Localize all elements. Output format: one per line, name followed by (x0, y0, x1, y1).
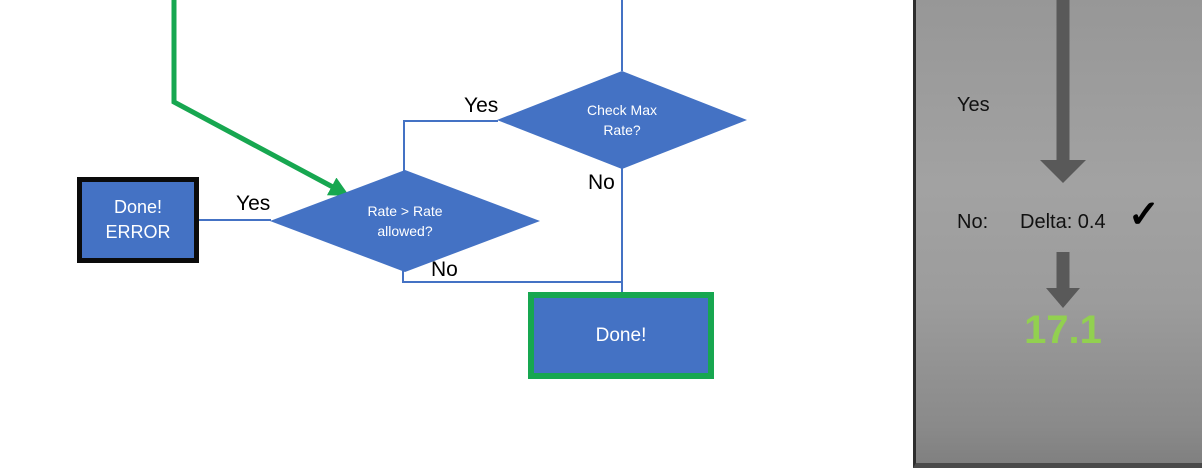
panel-no-label: No: (957, 211, 989, 233)
checkmark-icon: ✓ (1128, 194, 1160, 236)
panel-result-value: 17.1 (1024, 308, 1102, 352)
panel-yes-label: Yes (957, 94, 990, 116)
checkmax-no-label: No (588, 171, 615, 194)
done-error-line1: Done! (113, 196, 163, 217)
connector-checkmax-yes-horizontal (403, 120, 498, 122)
done-box-label: Done! (595, 324, 647, 346)
connector-checkmax-yes-vertical (403, 120, 405, 171)
connector-checkmax-no-vertical (621, 167, 623, 293)
panel-delta-value: Delta: 0.4 (1020, 211, 1106, 233)
connector-rate-no-vertical (402, 271, 404, 283)
done-error-box: Done! ERROR (77, 177, 199, 263)
decision-rate-allowed-label: Rate > Rate allowed? (367, 202, 443, 239)
side-panel: Yes No: Delta: 0.4 ✓ 17.1 (913, 0, 1202, 468)
connector-rate-no-horizontal (402, 281, 623, 283)
connector-top-vertical (621, 0, 623, 71)
rate-yes-label: Yes (236, 192, 271, 215)
decision-check-max-rate-label: Check Max Rate? (586, 101, 658, 138)
panel-long-down-arrow-icon (1040, 0, 1086, 183)
done-box: Done! (528, 292, 714, 379)
decision-check-max-rate: Check Max Rate? (497, 71, 747, 169)
connector-rate-yes-horizontal (199, 219, 271, 221)
rate-no-label: No (431, 258, 458, 281)
panel-short-down-arrow-icon (1046, 252, 1080, 308)
checkmax-yes-label: Yes (464, 94, 499, 117)
done-error-line2: ERROR (105, 222, 171, 242)
decision-rate-allowed: Rate > Rate allowed? (270, 170, 540, 272)
